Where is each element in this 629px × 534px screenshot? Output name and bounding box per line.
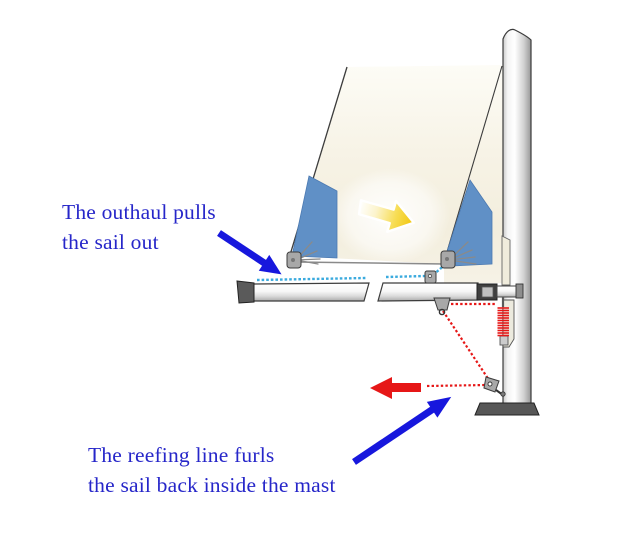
furl-direction-arrow [370,377,421,399]
tack-fitting-group [286,241,321,269]
mast [502,28,532,405]
boom-underside-block [433,297,451,311]
mast-sail-slot-upper [501,235,511,286]
boom-group [236,280,524,304]
base-block-padeye [500,391,506,397]
clew-fitting-ring [445,257,449,261]
sail-body [289,65,503,283]
reefing-pointer-arrow [352,396,452,465]
clew-fitting-group [440,241,477,269]
sail-foot-line [295,261,445,265]
tack-patch [291,175,338,259]
outhaul-block-sheave [428,274,432,278]
reefing-run-diagonal [442,310,490,381]
reefing-caption-line2: the sail back inside the mast [88,473,336,497]
outhaul-caption-line2: the sail out [62,230,159,254]
tack-fitting-ring [291,258,295,262]
boom-left-segment [252,282,370,302]
boom-right-segment [377,282,479,302]
clew-lashing-lines [448,241,477,265]
reefing-line-group [426,297,509,397]
mast-base-block-sheave [487,381,493,387]
sail-leech-edge [443,65,503,263]
boom-block-ring [438,308,446,316]
reefing-run-horizontal [426,383,487,388]
sail-out-direction-arrow [357,199,415,233]
coil-rod-bottom [499,335,509,346]
reefing-caption: The reefing line furls the sail back ins… [88,440,336,500]
outhaul-caption-line1: The outhaul pulls [62,200,216,224]
tack-lashing-lines [295,241,321,265]
clew-patch [443,179,493,267]
gooseneck-mast-bracket [515,283,524,299]
outhaul-line [256,262,448,284]
reefing-caption-line1: The reefing line furls [88,443,275,467]
gooseneck-pin [481,286,494,298]
outhaul-caption: The outhaul pulls the sail out [62,197,216,257]
gooseneck-bar [496,285,519,298]
outhaul-run-left [256,276,367,282]
outhaul-run-right [385,274,427,279]
boom-end-cap [236,280,255,304]
outhaul-pointer-arrow [217,230,282,275]
reefing-coil [497,307,509,337]
mast-foot [474,402,540,416]
